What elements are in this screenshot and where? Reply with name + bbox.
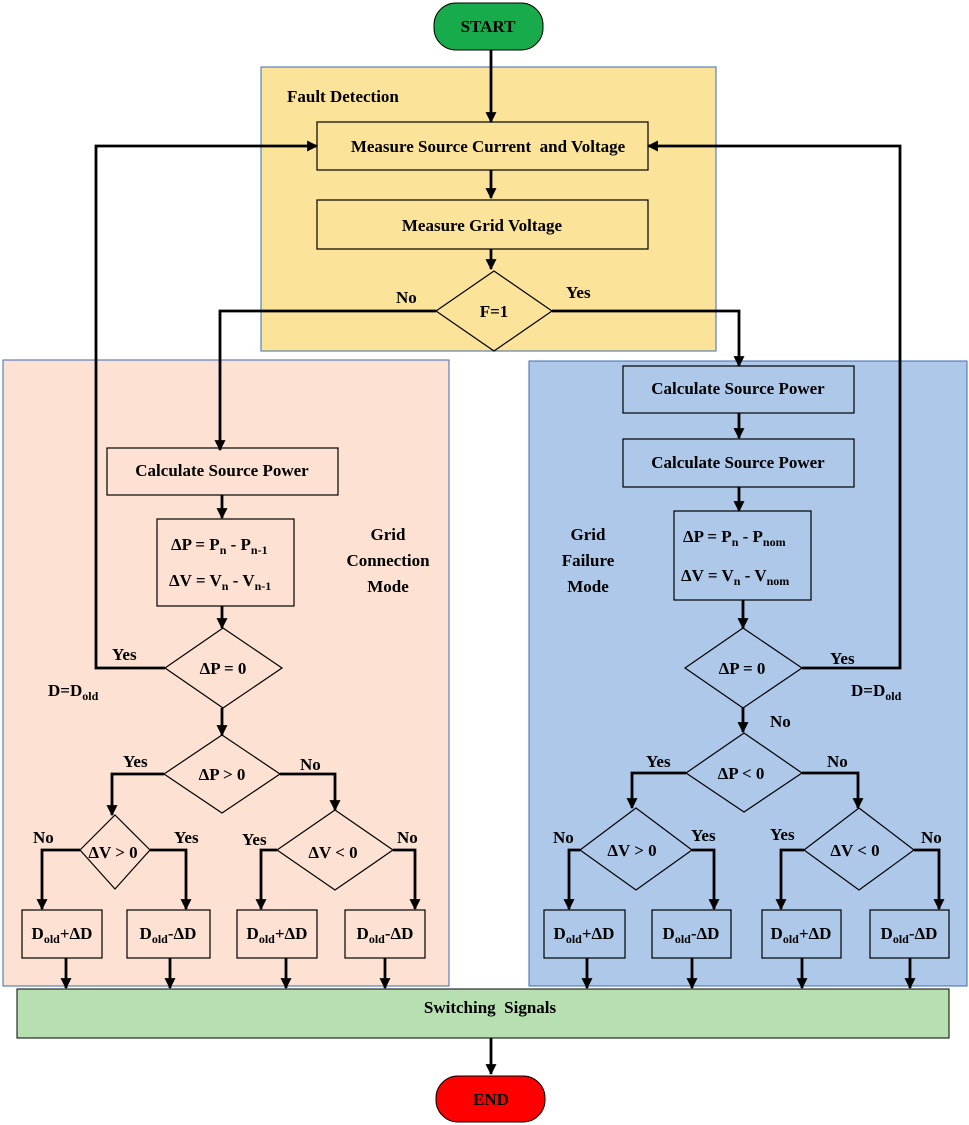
gc-dv-right-label: ΔV < 0 (308, 843, 357, 862)
gc-dp-sign-label: ΔP > 0 (199, 765, 246, 784)
gc-dv-right-no: No (397, 828, 418, 847)
gf-dv-right-yes: Yes (770, 825, 795, 844)
gf-dv-right-no: No (921, 828, 942, 847)
gc-calc-power-box (106, 447, 339, 496)
start-terminal (433, 2, 544, 51)
fault-decision-diamond (434, 270, 554, 352)
gc-delta-v-equation: ΔV = Vn - Vn-1 (169, 571, 271, 593)
grid-connection-mode-line1: Grid (371, 525, 406, 544)
gf-delta-p-equation: ΔP = Pn - Pnom (683, 527, 786, 549)
grid-connection-mode-line2: Connection (346, 551, 430, 570)
gf-dv-right-diamond (802, 807, 916, 891)
gc-dv-left-no: No (33, 828, 54, 847)
fault-detection-title: Fault Detection (287, 87, 399, 106)
gf-dp-zero-label: ΔP = 0 (719, 659, 766, 678)
gf-dv-left-label: ΔV > 0 (607, 841, 656, 860)
gc-delta-box (156, 518, 295, 607)
gc-output-3-label: Dold+ΔD (247, 924, 308, 946)
gf-output-2-label: Dold-ΔD (663, 924, 720, 946)
measure-grid-label: Measure Grid Voltage (402, 216, 563, 235)
gf-calc-power-1-box (622, 365, 855, 414)
gc-dv-left-yes: Yes (174, 828, 199, 847)
grid-connection-mode-line3: Mode (367, 577, 409, 596)
gf-d-old-label: D=Dold (851, 681, 902, 703)
gf-output-1-label: Dold+ΔD (554, 924, 615, 946)
grid-failure-panel (528, 360, 968, 987)
gf-delta-v-equation: ΔV = Vn - Vnom (681, 566, 789, 588)
gf-dv-right-label: ΔV < 0 (830, 841, 879, 860)
gc-output-1-box (21, 909, 103, 959)
gf-dp-sign-no: No (827, 752, 848, 771)
connectors (36, 50, 945, 1076)
grid-connection-panel (2, 359, 450, 987)
gc-dv-right-yes: Yes (242, 830, 267, 849)
gc-output-3-box (236, 909, 318, 959)
measure-source-box (316, 121, 649, 171)
start-label: START (461, 17, 516, 36)
gc-output-4-box (344, 909, 426, 959)
gf-dp-sign-label: ΔP < 0 (718, 764, 765, 783)
gc-calc-power-label: Calculate Source Power (135, 461, 309, 480)
gf-output-2-box (651, 909, 732, 959)
measure-grid-box (316, 199, 649, 250)
gc-output-2-label: Dold-ΔD (140, 924, 197, 946)
gc-output-4-label: Dold-ΔD (357, 924, 414, 946)
gc-delta-p-equation: ΔP = Pn - Pn-1 (171, 535, 268, 557)
gf-output-3-label: Dold+ΔD (771, 924, 832, 946)
gf-output-4-label: Dold-ΔD (881, 924, 938, 946)
gf-calc-power-2-label: Calculate Source Power (651, 453, 825, 472)
gc-dv-left-label: ΔV > 0 (88, 843, 137, 862)
gc-dv-right-diamond (275, 809, 395, 891)
gf-output-1-box (543, 909, 626, 959)
gc-d-old-label: D=Dold (48, 681, 99, 703)
gf-dv-left-diamond (578, 807, 694, 891)
gf-dp-zero-no: No (770, 712, 791, 731)
gf-dv-left-yes: Yes (691, 826, 716, 845)
gc-dp-zero-label: ΔP = 0 (200, 659, 247, 678)
measure-source-label: Measure Source Current and Voltage (351, 137, 626, 156)
gf-dp-sign-yes: Yes (646, 752, 671, 771)
gc-dp-sign-no: No (300, 755, 321, 774)
gf-dp-zero-diamond (683, 627, 804, 709)
end-terminal (435, 1075, 546, 1123)
grid-failure-mode-line2: Failure (562, 551, 615, 570)
fault-no-label: No (396, 288, 417, 307)
gf-dp-sign-diamond (684, 732, 804, 813)
gf-calc-power-1-label: Calculate Source Power (651, 379, 825, 398)
gc-dp-sign-diamond (162, 734, 282, 814)
grid-failure-mode-line3: Mode (567, 577, 609, 596)
switching-signals-box (16, 988, 950, 1039)
gc-dv-left-diamond (79, 814, 151, 890)
fault-yes-label: Yes (566, 283, 591, 302)
end-label: END (473, 1090, 509, 1109)
gc-dp-sign-yes: Yes (123, 752, 148, 771)
grid-failure-mode-line1: Grid (571, 525, 606, 544)
gc-dp-zero-yes: Yes (112, 645, 137, 664)
gc-output-2-box (126, 909, 211, 959)
gf-calc-power-2-box (622, 438, 855, 488)
switching-signals-label: Switching Signals (424, 998, 557, 1017)
fault-decision-label: F=1 (480, 302, 509, 321)
gc-dp-zero-diamond (163, 627, 284, 709)
gf-output-4-box (869, 909, 950, 959)
gf-output-3-box (761, 909, 842, 959)
gc-output-1-label: Dold+ΔD (32, 924, 93, 946)
gf-dp-zero-yes: Yes (830, 649, 855, 668)
gf-dv-left-no: No (553, 828, 574, 847)
gf-delta-box (673, 510, 812, 601)
